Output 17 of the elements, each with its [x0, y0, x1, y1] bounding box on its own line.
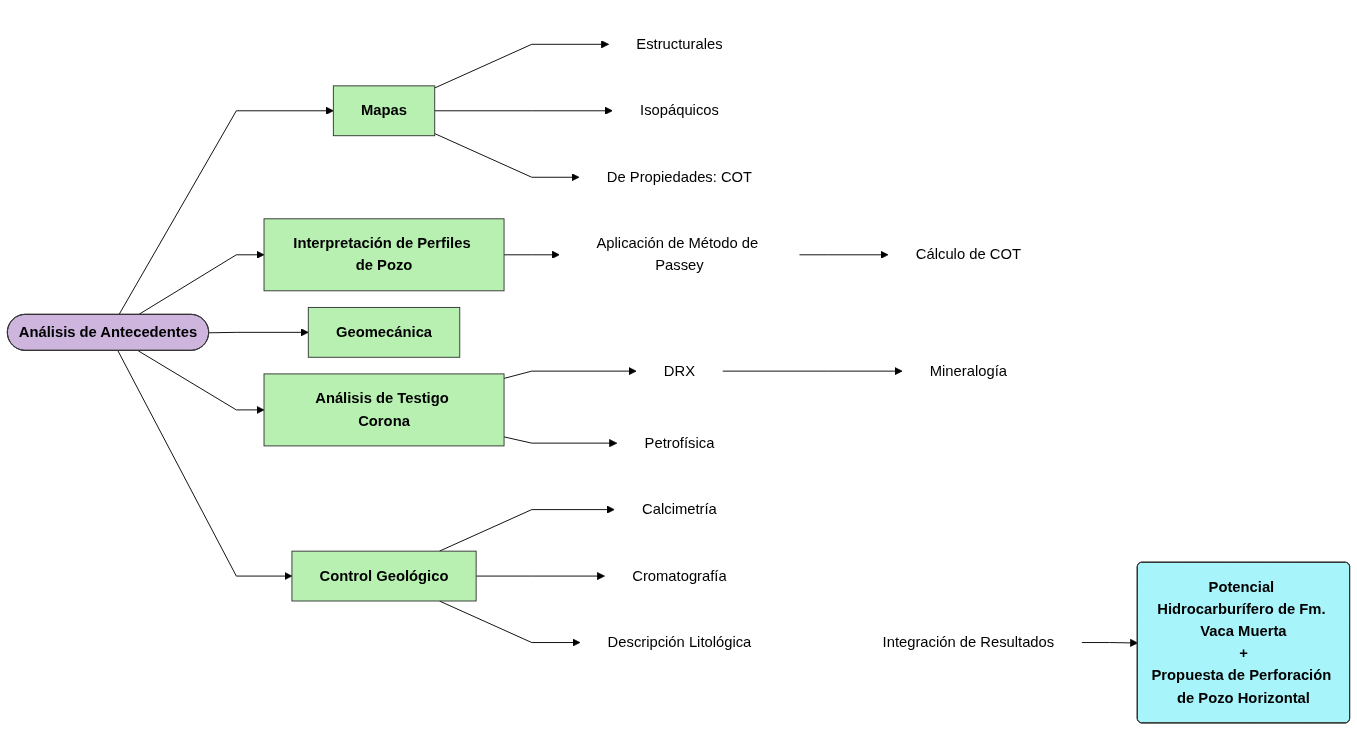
node-text: De Propiedades: COT: [606, 168, 753, 185]
node-box: Control Geológico: [291, 550, 477, 602]
node-box: Interpretación de Perfiles de Pozo: [263, 218, 505, 292]
node-text: Integración de Resultados: [882, 634, 1055, 650]
node-text: Petrofísica: [644, 434, 715, 451]
node-text: Calcimetría: [642, 501, 717, 517]
node-text: Isopáquicos: [640, 102, 719, 119]
node-text: Mineralogía: [929, 362, 1007, 379]
node-text: Cálculo de COT: [915, 246, 1021, 263]
node-text: Cromatografía: [632, 567, 727, 584]
node-text: Estructurales: [636, 35, 723, 52]
node-text: Aplicación de Método de Passey: [596, 235, 759, 274]
node-box: Geomecánica: [307, 306, 461, 358]
node-box: Mapas: [332, 85, 436, 137]
node-text: Descripción Litológica: [607, 634, 752, 650]
node-text: DRX: [663, 362, 696, 379]
node-box: Análisis de Testigo Corona: [263, 373, 505, 447]
